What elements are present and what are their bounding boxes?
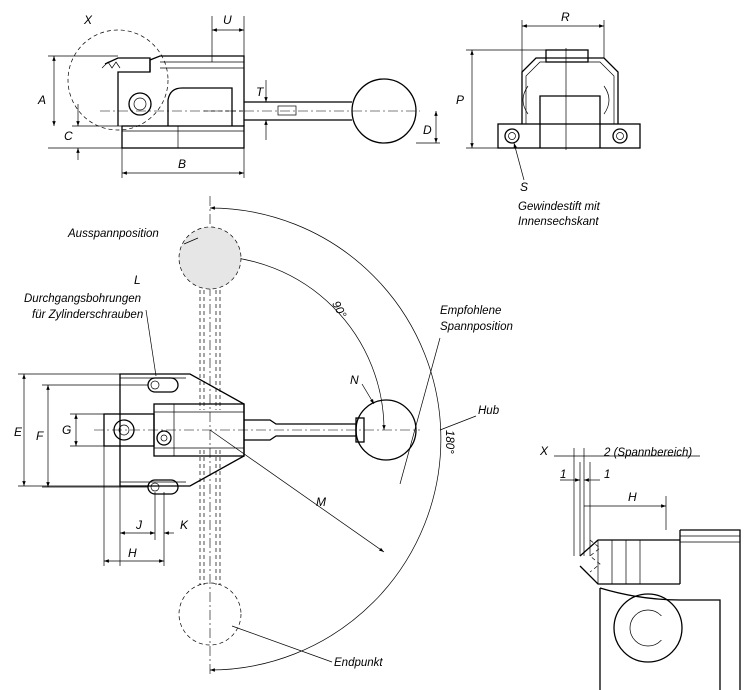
endpoint-ball: [178, 582, 242, 646]
dim-p-label: P: [456, 93, 464, 107]
release-position-label: Ausspannposition: [67, 228, 159, 240]
dim-j-label: J: [135, 518, 143, 532]
dim-m-label: M: [316, 495, 326, 509]
dim-d-label: D: [423, 123, 432, 137]
dim-u-label: U: [223, 13, 232, 27]
angle-180-label: 180°: [443, 430, 455, 454]
through-holes-label-2: für Zylinderschrauben: [32, 309, 143, 321]
stroke-label: Hub: [478, 405, 500, 417]
angle-90-label: 90°: [329, 299, 348, 320]
clamp-ball: [355, 399, 417, 461]
recommended-label-1: Empfohlene: [440, 305, 501, 317]
side-view: [48, 16, 440, 178]
detail-x-view: [554, 448, 741, 690]
set-screw-label-2: Innensechskant: [518, 216, 599, 228]
dim-k-label: K: [180, 518, 189, 532]
dim-s-label: S: [520, 180, 528, 194]
release-ball: [178, 226, 242, 290]
end-point-label: Endpunkt: [334, 657, 383, 669]
dim-r-label: R: [561, 10, 570, 24]
ball-knob-side: [351, 78, 417, 144]
dim-a-label: A: [37, 93, 46, 107]
dim-e-label: E: [14, 425, 23, 439]
dim-h-label: H: [128, 546, 137, 560]
through-holes-label-1: Durchgangsbohrungen: [24, 293, 141, 305]
dim-b-label: B: [178, 157, 186, 171]
top-view: [18, 196, 477, 676]
dim-c-label: C: [64, 129, 73, 143]
recommended-label-2: Spannposition: [440, 321, 513, 333]
dim-l-label: L: [134, 273, 141, 287]
dim-n-label: N: [350, 373, 359, 387]
dim-x-label: X: [83, 13, 93, 27]
detail-x-label: X: [539, 444, 549, 458]
clamping-range-label: 2 (Spannbereich): [603, 447, 692, 459]
detail-h-label: H: [628, 490, 637, 504]
detail-x-circle: [67, 29, 169, 131]
offset-left-label: 1: [560, 469, 566, 481]
dim-g-label: G: [62, 423, 71, 437]
set-screw-label-1: Gewindestift mit: [518, 201, 601, 213]
offset-right-label: 1: [604, 469, 610, 481]
dim-f-label: F: [36, 429, 44, 443]
dim-t-label: T: [256, 85, 265, 99]
end-view: [466, 20, 641, 181]
